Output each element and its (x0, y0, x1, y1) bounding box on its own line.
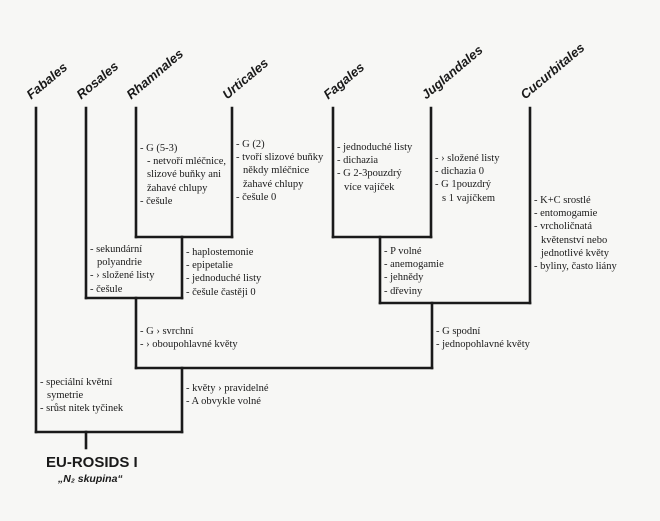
note-rhamnales: - G (5-3) - netvoří mléčnice, slizové bu… (140, 143, 227, 207)
note-juglandales: - › složené listy - dichazia 0 - G 1pouz… (435, 153, 500, 204)
diagram-subtitle: „N₂ skupina“ (58, 473, 123, 485)
note-rosales: - sekundární polyandrie - › složené list… (90, 244, 155, 295)
note-cucurbitales: - K+C srostlé - entomogamie - vrcholična… (534, 195, 617, 273)
note-fagales: - jednoduché listy - dichazia - G 2-3pou… (337, 142, 413, 193)
note-fagales-juglandales: - P volné - anemogamie - jehnědy - dřevi… (384, 246, 444, 297)
note-rhamnales-urticales: - haplostemonie - epipetalie - jednoduch… (186, 247, 262, 298)
note-root: - květy › pravidelné - A obvykle volné (186, 383, 269, 408)
note-right-group: - G spodní - jednopohlavné květy (436, 326, 530, 351)
note-left-group: - G › svrchní - › oboupohlavné květy (140, 326, 238, 351)
note-urticales: - G (2) - tvoří slizové buňky někdy mléč… (236, 139, 324, 203)
note-fabales: - speciální květní symetrie - srůst nite… (40, 377, 124, 415)
diagram-title: EU-ROSIDS I (46, 454, 138, 471)
